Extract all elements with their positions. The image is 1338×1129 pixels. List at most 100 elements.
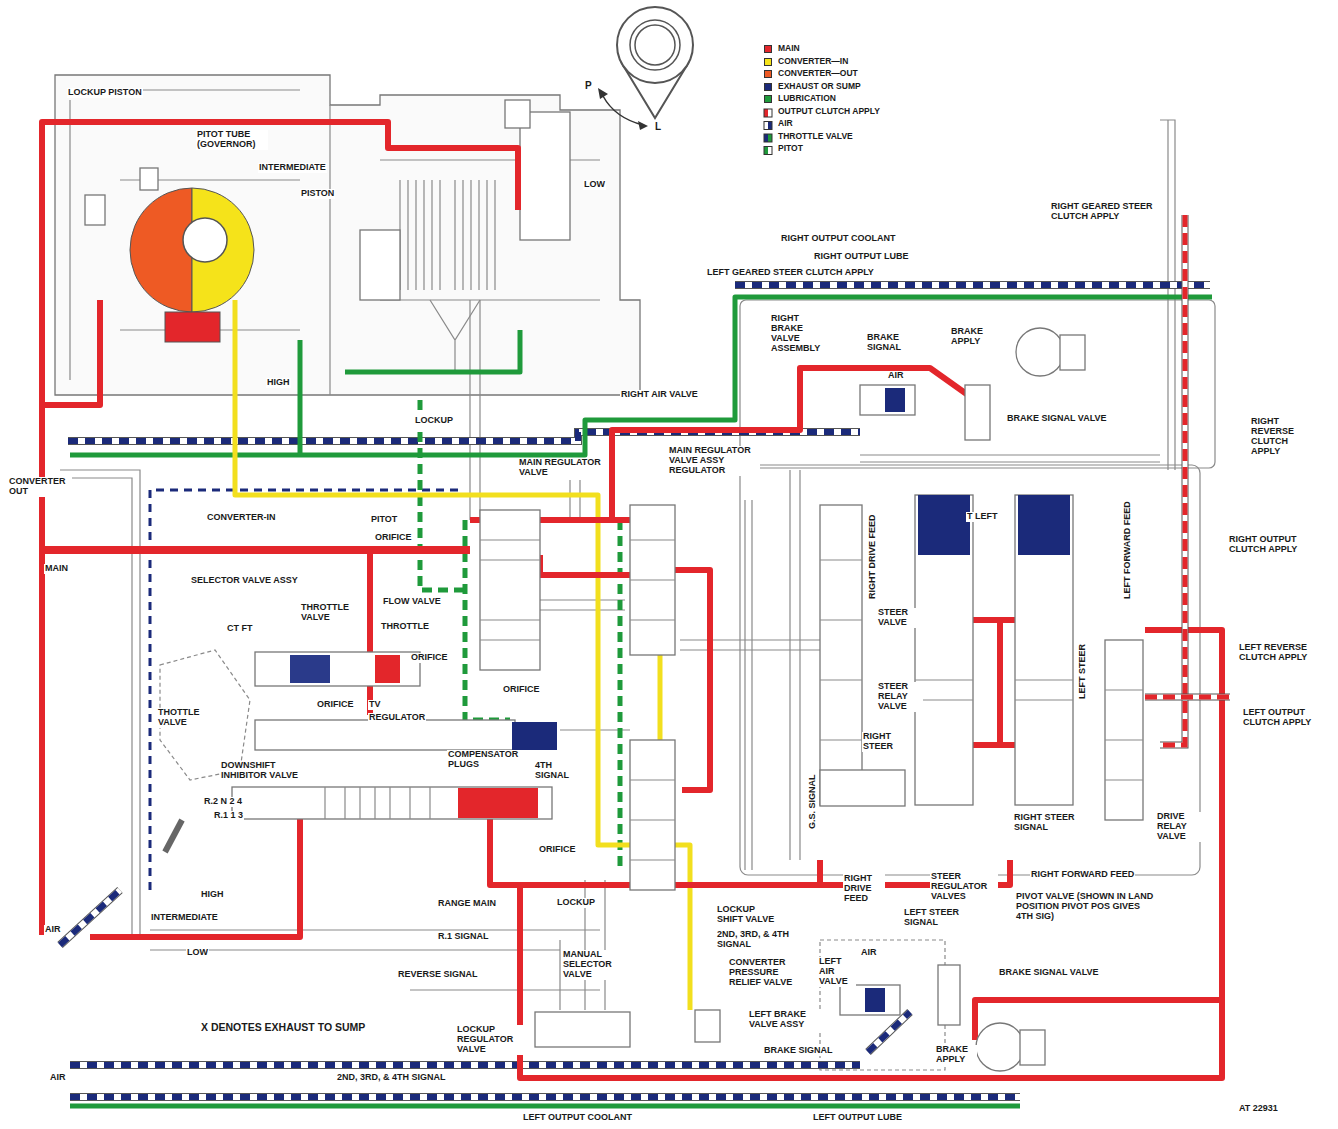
part-label: LOCKUP SHIFT VALVE <box>716 905 780 925</box>
part-label: RIGHT AIR VALVE <box>620 390 699 400</box>
part-label: T LEFT <box>966 512 999 522</box>
part-label: STEER VALVE <box>877 608 919 628</box>
part-label: CONVERTER-IN <box>206 513 277 523</box>
lubrication-lines <box>70 1104 1020 1109</box>
pipe-outlines <box>150 880 605 1010</box>
valve-bodies <box>840 985 900 1015</box>
part-label: MAIN REGULATOR VALVE <box>518 458 608 478</box>
main-pressure-lines <box>367 550 373 715</box>
torque-converter <box>165 312 220 342</box>
output-clutch-apply-lines <box>1145 695 1230 700</box>
part-label: R.1 1 3 <box>213 811 244 821</box>
main-pressure-lines <box>520 630 1222 1078</box>
valve-bodies <box>165 820 182 852</box>
legend-text: THROTTLE VALVE <box>778 132 853 141</box>
part-label: AT 22931 <box>1238 1104 1279 1114</box>
output-clutch-apply-lines <box>1145 694 1230 701</box>
valve-bodies <box>375 655 400 683</box>
valve-bodies <box>1020 1030 1045 1065</box>
pipe-outlines <box>740 465 1200 875</box>
part-label: PISTON <box>300 189 335 199</box>
compass-symbol <box>598 7 693 130</box>
pipe-outlines <box>740 300 1215 468</box>
part-label: RIGHT STEER SIGNAL <box>1013 813 1079 833</box>
part-label: AIR <box>887 371 905 381</box>
pipe-outlines <box>60 120 1215 1070</box>
part-label: R.1 SIGNAL <box>437 932 490 942</box>
valve-bodies <box>860 385 915 415</box>
part-label: FLOW VALVE <box>382 597 442 607</box>
part-label: BRAKE SIGNAL VALVE <box>998 968 1100 978</box>
output-clutch-apply-lines <box>1160 215 1185 745</box>
lubrication-lines <box>70 297 1212 1106</box>
part-label: ORIFICE <box>538 845 577 855</box>
part-label: LEFT FORWARD FEED <box>1123 500 1133 600</box>
part-label: 2ND, 3RD, & 4TH SIGNAL <box>336 1073 447 1083</box>
part-label: LEFT STEER SIGNAL <box>903 908 963 928</box>
part-label: CONVERTER PRESSURE RELIEF VALVE <box>728 958 798 988</box>
main-pressure-lines <box>42 122 1222 1078</box>
valve-bodies <box>480 540 540 640</box>
legend-pattern-swatch <box>764 134 768 142</box>
part-label: LOW <box>186 948 209 958</box>
pipe-outlines <box>790 455 1160 860</box>
part-label: RIGHT STEER <box>862 732 904 752</box>
valve-bodies <box>630 540 675 620</box>
part-label: THROTTLE VALVE <box>300 603 358 623</box>
part-label: MAIN REGULATOR VALVE ASSY REGULATOR <box>668 446 760 476</box>
part-label: AIR <box>860 948 878 958</box>
legend-pattern-swatch <box>768 109 772 117</box>
valve-bodies <box>865 988 885 1012</box>
part-label: STEER REGULATOR VALVES <box>930 872 998 902</box>
valve-bodies <box>885 388 905 412</box>
exhaust-air-lines <box>60 285 1210 1097</box>
part-label: RIGHT OUTPUT LUBE <box>813 252 910 262</box>
valve-bodies <box>255 720 515 750</box>
part-label: LEFT OUTPUT COOLANT <box>522 1113 633 1123</box>
valve-bodies <box>232 787 552 819</box>
part-label: ORIFICE <box>410 653 449 663</box>
legend-pattern-swatch <box>768 134 772 142</box>
part-label: LEFT OUTPUT LUBE <box>812 1113 903 1123</box>
part-label: INTERMEDIATE <box>258 163 327 173</box>
valve-bodies <box>535 1012 630 1047</box>
transmission-housing <box>140 168 158 190</box>
exhaust-air-lines <box>70 1062 860 1068</box>
main-pressure-lines <box>42 546 470 554</box>
compass-symbol <box>617 7 693 83</box>
part-label: P <box>584 80 593 91</box>
part-label: RIGHT DRIVE FEED <box>843 874 885 904</box>
part-label: ORIFICE <box>316 700 355 710</box>
valve-bodies <box>695 1010 720 1042</box>
transmission-housing <box>360 230 400 300</box>
valve-bodies <box>458 788 538 818</box>
part-label: LOCKUP <box>556 898 596 908</box>
valve-bodies <box>290 655 330 683</box>
valve-bodies <box>820 505 862 805</box>
part-label: MANUAL SELECTOR VALVE <box>562 950 626 980</box>
main-pressure-lines <box>42 300 100 405</box>
part-label: BRAKE SIGNAL <box>763 1046 834 1056</box>
part-label: BRAKE APPLY <box>950 327 992 347</box>
part-label: RANGE MAIN <box>437 899 497 909</box>
valve-bodies <box>255 652 420 686</box>
part-label: X DENOTES EXHAUST TO SUMP <box>200 1022 366 1034</box>
output-clutch-apply-lines <box>1145 695 1230 700</box>
part-label: CT FT <box>226 624 254 634</box>
torque-converter <box>130 188 192 312</box>
valve-bodies <box>976 1023 1024 1071</box>
exhaust-air-lines <box>868 1012 910 1052</box>
part-label: SELECTOR VALVE ASSY <box>190 576 299 586</box>
legend-swatch <box>764 45 772 53</box>
valve-bodies <box>965 385 990 440</box>
exhaust-air-lines <box>735 282 1210 288</box>
part-label: LEFT GEARED STEER CLUTCH APPLY <box>706 268 875 278</box>
valve-bodies <box>1015 495 1073 805</box>
valve-bodies <box>325 787 430 819</box>
legend-pattern-swatch <box>764 147 768 155</box>
part-label: HIGH <box>266 378 291 388</box>
valve-bodies <box>512 722 557 750</box>
part-label: MAIN <box>44 564 69 574</box>
part-label: DRIVE RELAY VALVE <box>1156 812 1202 842</box>
